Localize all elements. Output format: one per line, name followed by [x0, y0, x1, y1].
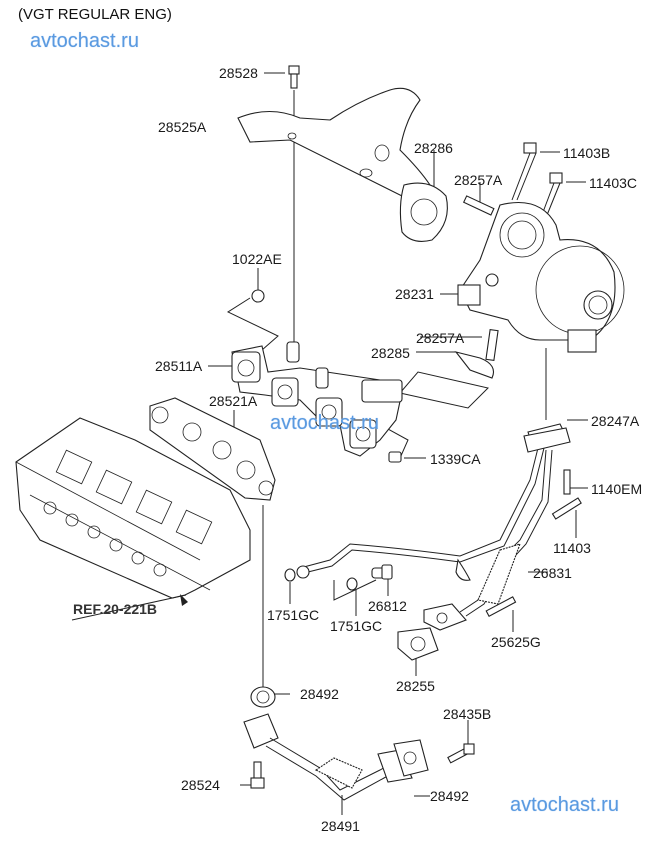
bolt-25625g-shape	[485, 596, 517, 617]
bolt-28435b-shape	[447, 743, 475, 764]
eye-bolt-26812-shape	[371, 564, 393, 580]
exhaust-manifold-shape	[231, 341, 403, 457]
egr-pipe-shape	[243, 686, 429, 801]
oil-return-pipe-shape	[423, 449, 553, 631]
part-label-28255[interactable]: 28255	[396, 678, 435, 694]
part-label-28257a[interactable]: 28257A	[454, 172, 503, 188]
manifold-gasket-shape	[149, 397, 276, 501]
part-label-28492-top[interactable]: 28492	[300, 686, 339, 702]
part-label-11403[interactable]: 11403	[553, 540, 591, 556]
part-label-28521a[interactable]: 28521A	[209, 393, 258, 409]
reference-arrow	[180, 594, 188, 606]
cylinder-head-shape	[15, 417, 251, 599]
part-label-28247a[interactable]: 28247A	[591, 413, 640, 429]
diagram-title: (VGT REGULAR ENG)	[18, 6, 172, 23]
part-label-26831[interactable]: 26831	[533, 565, 572, 581]
nut-1022ae-shape	[251, 289, 265, 303]
nut-1339ca-shape	[388, 451, 402, 463]
bolt-28524-shape	[250, 761, 265, 789]
reference-label[interactable]: REF.20-221B	[73, 601, 158, 617]
part-label-28492-bottom[interactable]: 28492	[430, 788, 469, 804]
part-label-28528[interactable]: 28528	[219, 65, 258, 81]
part-label-28524[interactable]: 28524	[181, 777, 220, 793]
part-label-28491[interactable]: 28491	[321, 818, 360, 834]
part-label-1022ae[interactable]: 1022AE	[232, 251, 282, 267]
washer-1751gc-a-shape	[284, 568, 296, 582]
leader-lines	[71, 72, 588, 815]
part-label-1751gc-a[interactable]: 1751GC	[267, 607, 320, 623]
part-label-28231[interactable]: 28231	[395, 286, 434, 302]
part-label-1339ca[interactable]: 1339CA	[430, 451, 481, 467]
gasket-28286-shape	[399, 182, 448, 242]
heat-protector-shape	[237, 87, 431, 201]
watermark: avtochast.ru	[270, 412, 379, 434]
gasket-28255-shape	[397, 627, 439, 661]
part-label-11403b[interactable]: 11403B	[563, 145, 611, 161]
bolt-11403b-shape	[511, 142, 537, 201]
bolt-11403-shape	[551, 497, 582, 520]
turbocharger-shape	[457, 201, 625, 353]
bolt-28528-shape	[288, 65, 300, 89]
part-label-28286[interactable]: 28286	[414, 140, 453, 156]
part-label-28525a[interactable]: 28525A	[158, 119, 207, 135]
part-label-28435b[interactable]: 28435B	[443, 706, 492, 722]
part-label-28257a-lower[interactable]: 28257A	[416, 330, 465, 346]
part-label-28285[interactable]: 28285	[371, 345, 410, 361]
part-label-11403c[interactable]: 11403C	[589, 175, 638, 191]
part-label-25625g[interactable]: 25625G	[491, 634, 541, 650]
part-label-1751gc-b[interactable]: 1751GC	[330, 618, 383, 634]
watermark: avtochast.ru	[30, 30, 139, 52]
bolt-1140em-shape	[563, 469, 571, 495]
washer-1751gc-b-shape	[346, 577, 358, 591]
part-label-28511a[interactable]: 28511A	[155, 358, 203, 374]
gasket-28285-shape	[454, 351, 495, 379]
watermark: avtochast.ru	[510, 794, 619, 816]
part-label-26812[interactable]: 26812	[368, 598, 407, 614]
part-label-1140em[interactable]: 1140EM	[591, 481, 643, 497]
oil-feed-pipe-shape	[296, 423, 571, 581]
